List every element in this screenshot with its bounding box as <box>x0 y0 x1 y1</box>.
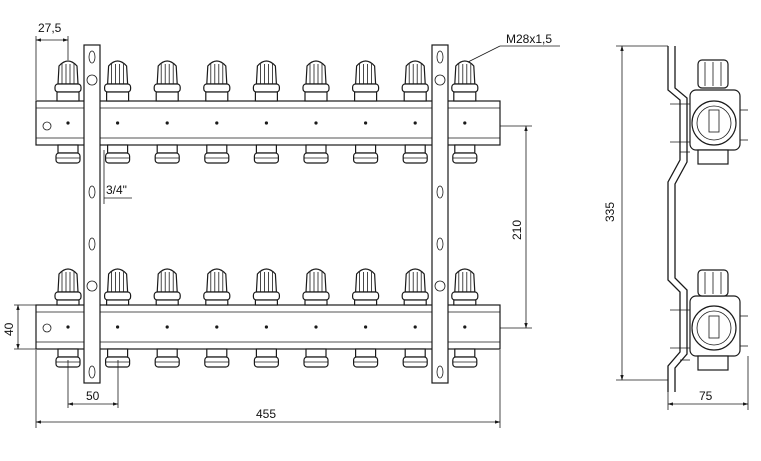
svg-text:27,5: 27,5 <box>38 21 62 35</box>
side-lower-body <box>670 269 748 371</box>
upper-valve <box>54 60 82 164</box>
upper-valve <box>153 60 181 164</box>
dim-75: 75 <box>667 356 749 410</box>
upper-valve <box>203 60 231 164</box>
left-bracket <box>83 44 101 384</box>
dim-335: 335 <box>603 45 668 381</box>
upper-valve <box>252 60 280 164</box>
side-view: 335 75 <box>603 45 749 410</box>
svg-text:210: 210 <box>510 220 524 240</box>
right-bracket <box>431 44 449 384</box>
lower-valve <box>103 268 132 368</box>
upper-valve <box>103 60 132 164</box>
lower-valve <box>352 268 380 368</box>
svg-text:50: 50 <box>86 389 100 403</box>
dim-455: 455 <box>35 350 501 428</box>
dim-40: 40 <box>2 304 36 350</box>
svg-text:335: 335 <box>603 202 617 222</box>
upper-valve <box>451 60 479 164</box>
svg-text:75: 75 <box>699 389 713 403</box>
lower-valve <box>302 268 330 368</box>
dim-50: 50 <box>67 360 119 408</box>
side-upper-body <box>670 59 748 165</box>
svg-text:40: 40 <box>2 322 16 336</box>
upper-valve <box>401 60 429 164</box>
upper-valve <box>352 60 380 164</box>
lower-valve <box>451 268 479 368</box>
svg-text:M28x1,5: M28x1,5 <box>506 32 552 46</box>
lower-valve <box>401 268 429 368</box>
svg-text:455: 455 <box>256 407 276 421</box>
lower-valve <box>153 268 181 368</box>
side-bracket-profile <box>667 46 681 392</box>
lower-bar-port <box>42 323 52 333</box>
front-view: 27,5 M28x1,5 3/4" 210 40 <box>2 21 560 428</box>
dim-thread: M28x1,5 <box>467 32 560 63</box>
upper-bar-port <box>42 121 52 131</box>
lower-valve <box>203 268 231 368</box>
dim-27-5: 27,5 <box>35 21 69 100</box>
upper-valve-row <box>54 60 479 164</box>
dim-inlet: 3/4" <box>103 150 132 204</box>
svg-text:3/4": 3/4" <box>106 183 127 197</box>
dim-210: 210 <box>500 125 532 329</box>
lower-valve <box>54 268 82 368</box>
upper-valve <box>302 60 330 164</box>
lower-valve-row <box>54 268 479 368</box>
lower-valve <box>252 268 280 368</box>
